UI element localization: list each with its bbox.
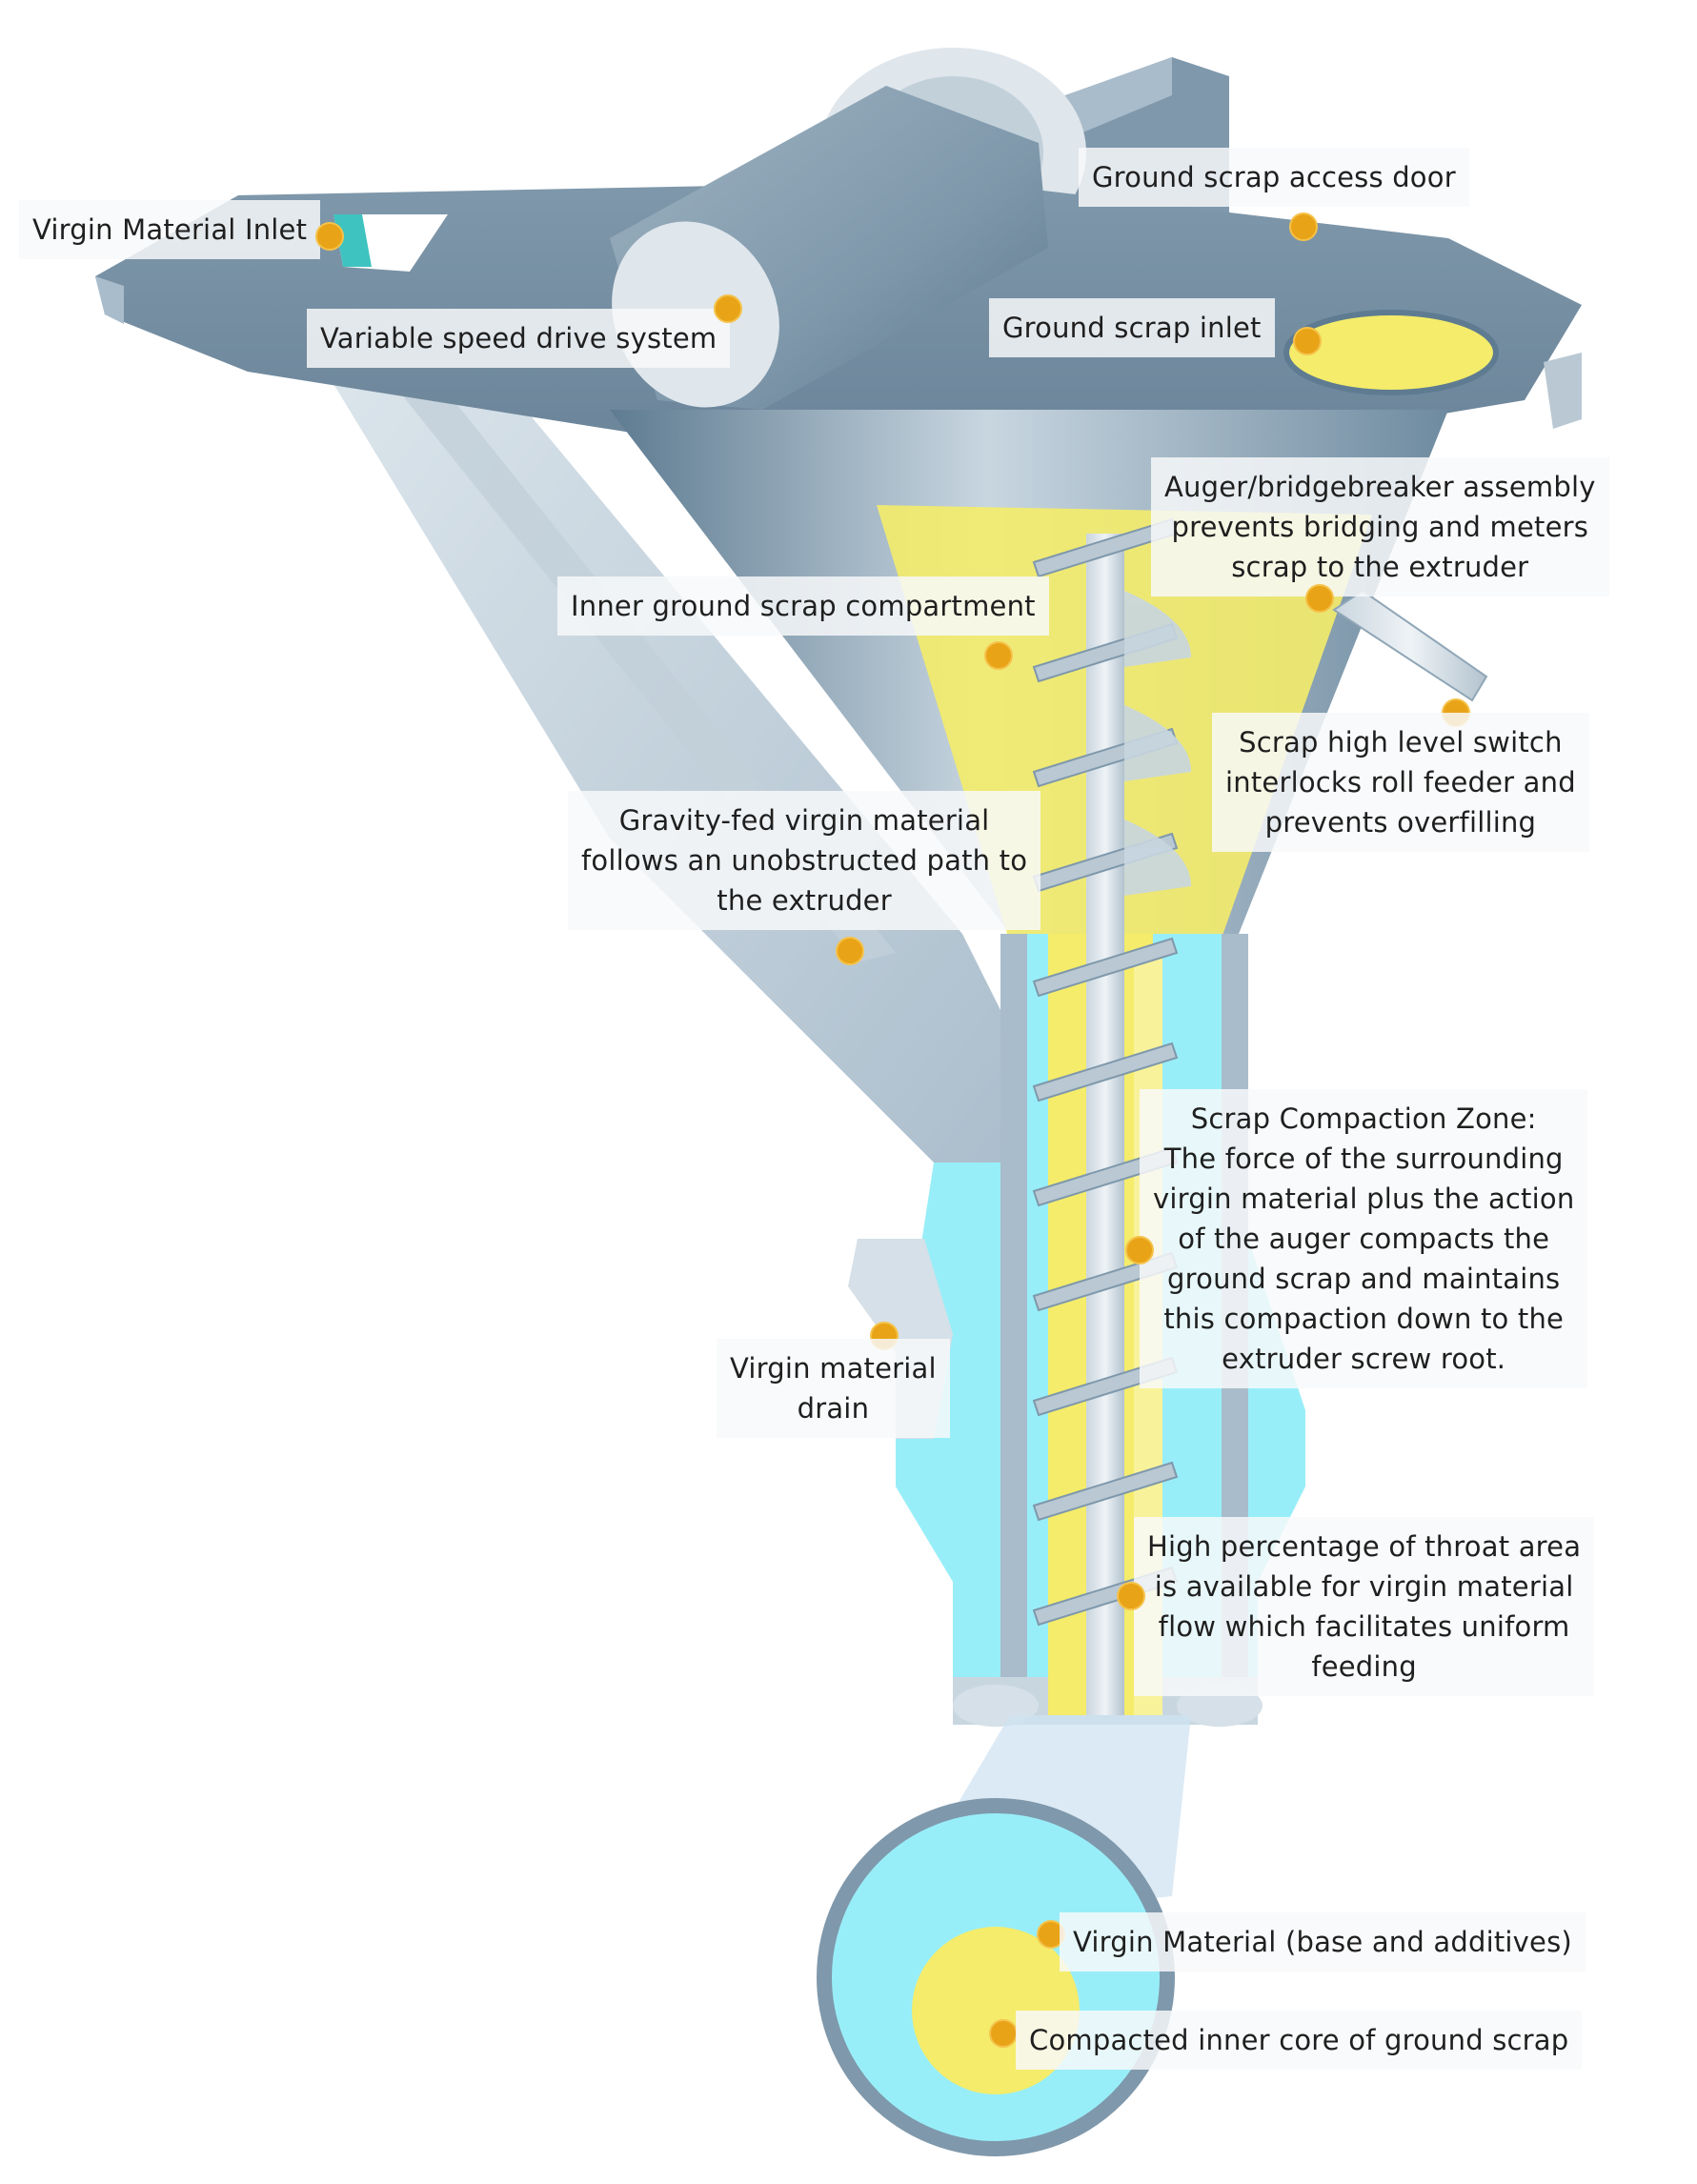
label-virgin-drain: Virgin material drain <box>717 1339 950 1438</box>
label-text: Virgin Material (base and additives) <box>1073 1926 1572 1958</box>
label-line: is available for virgin material <box>1154 1570 1574 1603</box>
virgin-inlet-teal <box>333 214 372 267</box>
label-text: Virgin Material Inlet <box>32 213 308 246</box>
level-switch-tube <box>1332 589 1488 702</box>
auger-flight-bulges <box>1124 591 1191 896</box>
marker-gravity-fed <box>836 937 864 965</box>
label-line: interlocks roll feeder and <box>1225 766 1576 799</box>
label-text: Compacted inner core of ground scrap <box>1029 2024 1569 2056</box>
marker-inner-compartment <box>984 641 1013 670</box>
label-line: Auger/bridgebreaker assembly <box>1164 471 1596 503</box>
label-virgin-material-inlet: Virgin Material Inlet <box>19 200 321 259</box>
label-line: High percentage of throat area <box>1147 1530 1582 1563</box>
label-virgin-material-base: Virgin Material (base and additives) <box>1060 1912 1586 1972</box>
label-line: feeding <box>1311 1650 1417 1683</box>
label-line: drain <box>797 1392 870 1425</box>
label-line: flow which facilitates uniform <box>1158 1610 1570 1643</box>
marker-variable-speed-drive <box>714 294 742 323</box>
marker-auger-assembly <box>1305 584 1334 613</box>
label-auger-assembly: Auger/bridgebreaker assembly prevents br… <box>1151 457 1609 597</box>
top-plate-lip <box>95 276 124 324</box>
label-text: Ground scrap access door <box>1092 161 1456 193</box>
throat-column-steel-left <box>1000 934 1027 1715</box>
label-line: of the auger compacts the <box>1178 1223 1550 1255</box>
marker-compacted-core <box>989 2019 1018 2048</box>
marker-throat-area <box>1117 1582 1145 1610</box>
label-line: extruder screw root. <box>1222 1343 1506 1375</box>
virgin-chute <box>286 286 1010 1258</box>
label-text: Variable speed drive system <box>320 322 717 354</box>
label-line: follows an unobstructed path to <box>581 844 1028 877</box>
label-line: this compaction down to the <box>1163 1303 1565 1335</box>
label-line: Gravity-fed virgin material <box>618 804 990 837</box>
marker-ground-scrap-access-door <box>1289 212 1318 241</box>
label-line: scrap to the extruder <box>1231 551 1529 583</box>
label-inner-compartment: Inner ground scrap compartment <box>557 576 1049 636</box>
label-line: prevents overfilling <box>1264 806 1537 839</box>
label-gravity-fed: Gravity-fed virgin material follows an u… <box>568 791 1041 930</box>
label-line: prevents bridging and meters <box>1171 511 1589 543</box>
marker-ground-scrap-inlet <box>1293 327 1322 355</box>
label-compaction-zone: Scrap Compaction Zone: The force of the … <box>1140 1089 1588 1388</box>
marker-virgin-material-inlet <box>315 222 344 251</box>
label-ground-scrap-access-door: Ground scrap access door <box>1079 148 1469 207</box>
label-variable-speed-drive: Variable speed drive system <box>307 309 731 368</box>
marker-compaction-zone <box>1125 1236 1154 1264</box>
top-plate-lip-right <box>1544 353 1582 429</box>
label-line: virgin material plus the action <box>1153 1183 1575 1215</box>
label-line: The force of the surrounding <box>1163 1143 1564 1175</box>
auger-shaft <box>1086 534 1124 1715</box>
label-compacted-core: Compacted inner core of ground scrap <box>1016 2011 1583 2070</box>
label-line: Scrap Compaction Zone: <box>1190 1102 1537 1135</box>
scrap-inlet-rim <box>1283 310 1499 395</box>
label-line: ground scrap and maintains <box>1167 1263 1561 1295</box>
label-high-level-switch: Scrap high level switch interlocks roll … <box>1212 713 1589 852</box>
label-ground-scrap-inlet: Ground scrap inlet <box>989 298 1275 357</box>
label-throat-area: High percentage of throat area is availa… <box>1134 1517 1595 1696</box>
label-line: Virgin material <box>730 1352 937 1385</box>
label-line: the extruder <box>717 884 892 917</box>
label-text: Ground scrap inlet <box>1002 312 1262 344</box>
label-text: Inner ground scrap compartment <box>571 590 1036 622</box>
scrap-inlet-opening <box>1286 313 1496 393</box>
label-line: Scrap high level switch <box>1239 726 1563 758</box>
